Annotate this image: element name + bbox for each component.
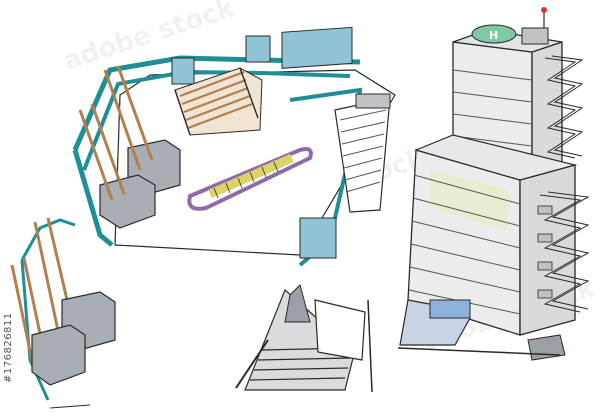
roof-machine-room: [521, 27, 549, 45]
elevator-shafts: [78, 65, 181, 229]
staircase: [174, 67, 263, 136]
stair-flight: [334, 93, 391, 213]
lower-tower-side: [519, 164, 576, 336]
teal-railing: [72, 149, 114, 247]
fire-escape-lower: [539, 191, 590, 313]
escalator: [187, 147, 313, 211]
elevator-group-lower: [10, 217, 116, 409]
helipad: [471, 24, 517, 44]
fire-escape-upper: [544, 55, 584, 159]
base-stairs: [527, 334, 566, 361]
glass-panel: [299, 217, 337, 259]
glass-panel: [171, 57, 195, 85]
teal-railing: [20, 259, 50, 401]
glass-panel: [245, 35, 271, 63]
skyscraper: H: [397, 7, 590, 361]
entrance-canopy: [429, 299, 471, 319]
entrance-stairs: [235, 284, 373, 393]
floor-plan: [72, 26, 396, 267]
lower-roof: [414, 134, 578, 181]
glass-panel: [281, 26, 353, 69]
antenna-light-icon: [541, 7, 547, 13]
helipad-letter: H: [489, 29, 498, 42]
